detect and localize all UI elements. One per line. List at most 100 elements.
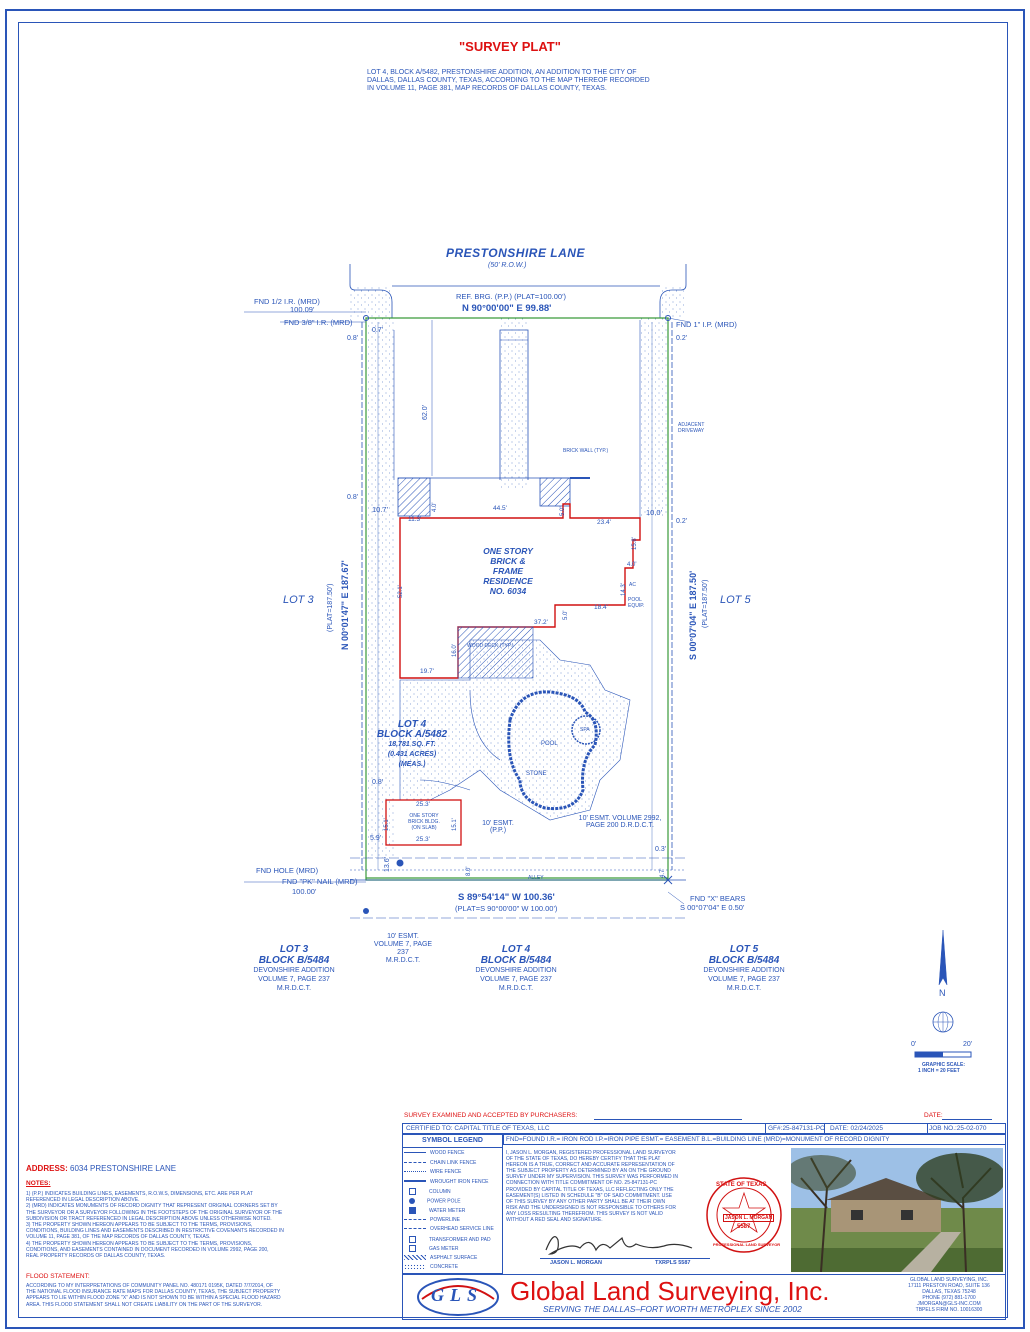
survey-date: DATE: 02/24/2025 xyxy=(830,1125,883,1132)
adjacent-driveway-label: ADJACENT DRIVEWAY xyxy=(678,422,705,434)
bottom-lot-5-l2: VOLUME 7, PAGE 237 xyxy=(708,976,780,983)
accepted-date-line[interactable] xyxy=(942,1119,992,1120)
wrought-iron-fence-icon xyxy=(404,1180,426,1183)
cert-line: THE SUBJECT PROPERTY AS DETERMINED BY AN… xyxy=(506,1168,671,1175)
transformer-icon xyxy=(409,1235,416,1243)
south-plat: (PLAT=S 90°00'00" W 100.00') xyxy=(455,904,558,913)
job-cell xyxy=(927,1123,1006,1134)
cert-line: WITHOUT A RED SEAL AND SIGNATURE. xyxy=(506,1217,603,1224)
lot3-label: LOT 3 xyxy=(283,594,314,606)
esmt-vol7-2: VOLUME 7, PAGE 237 xyxy=(373,941,433,956)
legend-label: TRANSFORMER AND PAD xyxy=(429,1236,491,1243)
esmt-vol7-1: 10' ESMT. xyxy=(387,933,419,940)
company-info-line: TBPELS FIRM NO. 10016300 xyxy=(915,1307,983,1313)
dim-0-7: 0.7' xyxy=(372,327,384,334)
legend-item: POWER POLE xyxy=(404,1197,461,1204)
fnd-br-2: S 00°07'04" E 0.50' xyxy=(680,903,745,912)
rpls-number: TXRPLS 5587 xyxy=(655,1260,691,1266)
legend-item: WROUGHT IRON FENCE xyxy=(404,1179,489,1185)
stone-label: STONE xyxy=(526,771,547,777)
alley-label: ALLEY xyxy=(528,875,544,881)
legend-item: CONCRETE xyxy=(404,1264,458,1270)
legend-label: CHAIN LINK FENCE xyxy=(430,1159,477,1166)
dim-16-0: 16.0' xyxy=(452,644,458,657)
bottom-lot-3-l1: DEVONSHIRE ADDITION xyxy=(253,967,335,974)
dim-13-6: 13.6' xyxy=(384,857,391,872)
bottom-lot-4-l2: VOLUME 7, PAGE 237 xyxy=(480,976,552,983)
seal-name: JASON L. MORGAN xyxy=(723,1214,775,1222)
dim-4-0a: 4.0' xyxy=(432,502,438,513)
flood-title: FLOOD STATEMENT: xyxy=(26,1273,90,1280)
bottom-lot-3-block: BLOCK B/5484 xyxy=(258,955,330,966)
flood-line: ACCORDING TO MY INTERPRETATIONS OF COMMU… xyxy=(26,1283,273,1289)
spa-label: SPA xyxy=(580,727,590,733)
address-key: ADDRESS: xyxy=(26,1164,68,1173)
legend-item: CHAIN LINK FENCE xyxy=(404,1160,476,1166)
legend-label: GAS METER xyxy=(429,1245,459,1252)
street-name: PRESTONSHIRE LANE xyxy=(446,246,585,260)
company-tagline: SERVING THE DALLAS–FORT WORTH METROPLEX … xyxy=(543,1304,802,1314)
north-label: N xyxy=(939,988,946,998)
bldg-line-3: (ON SLAB) xyxy=(411,825,437,831)
wood-deck xyxy=(457,626,534,679)
note-line: 4) THE PROPERTY SHOWN HEREON APPEARS TO … xyxy=(26,1240,253,1247)
dim-25-3b: 25.3' xyxy=(416,836,430,843)
asphalt-icon xyxy=(404,1254,426,1260)
house-line-4: NO. 6034 xyxy=(489,586,527,596)
page-title: "SURVEY PLAT" xyxy=(459,39,561,54)
west-call: N 00°01'47" E 187.67' xyxy=(340,560,350,650)
note-line: 2) (MRD) INDICATES MONUMENTS OF RECORD D… xyxy=(26,1203,278,1210)
fnd-bl-dist: 100.00' xyxy=(292,887,317,896)
signer-name: JASON L. MORGAN xyxy=(550,1260,602,1266)
legend-item: GAS METER xyxy=(404,1245,458,1252)
legend-title: SYMBOL LEGEND xyxy=(422,1137,483,1144)
dim-8-0: 8.0' xyxy=(466,866,472,877)
ac-label: AC xyxy=(629,582,636,588)
legend-item: ASPHALT SURFACE xyxy=(404,1255,477,1261)
dim-15-1b: 15.1' xyxy=(452,818,458,831)
scale-line-2: 1 INCH = 20 FEET xyxy=(918,1068,960,1074)
bottom-lot-3-l3: M.R.D.C.T. xyxy=(276,985,312,992)
flood-line: AREA. THIS FLOOD STATEMENT SHALL NOT CRE… xyxy=(26,1301,263,1308)
esmt-vol7: 10' ESMT. VOLUME 7, PAGE 237 M.R.D.C.T. xyxy=(370,933,436,965)
lot4-line-5: (MEAS.) xyxy=(398,761,426,768)
cert-line: ANY LOSS RESULTING THEREFROM. THIS SURVE… xyxy=(506,1210,663,1217)
power-pole-icon xyxy=(409,1197,415,1204)
dim-0-8b: 0.8' xyxy=(347,494,359,501)
accepted-date-label: DATE: xyxy=(924,1112,943,1119)
gf-number: GF#:25-847131-PC xyxy=(768,1125,825,1132)
spa-outline xyxy=(571,715,601,745)
wood-deck-label: WOOD DECK (TYP.) xyxy=(467,643,514,649)
wire-fence-icon xyxy=(404,1171,426,1173)
legend-label: POWER POLE xyxy=(427,1197,461,1204)
company-info-line: 17111 PRESTON ROAD, SUITE 136 xyxy=(908,1283,990,1289)
scale-twenty: 20' xyxy=(963,1041,973,1048)
dim-0-2b: 0.2' xyxy=(676,518,688,525)
legend-title-cell xyxy=(402,1134,503,1148)
note-line: CONDITIONS, BUILDING LINES AND EASEMENTS… xyxy=(26,1228,284,1235)
dim-10-0: 10.0' xyxy=(646,508,663,517)
cert-line: I, JASON L. MORGAN, REGISTERED PROFESSIO… xyxy=(506,1150,676,1156)
gf-cell xyxy=(765,1123,825,1134)
lot4-line-3: 18,781 SQ. FT. xyxy=(388,741,436,748)
north-arrow xyxy=(938,929,948,986)
note-line: 3) THE PROPERTY SHOWN HEREON APPEARS TO … xyxy=(26,1222,253,1229)
brick-wall-label: BRICK WALL (TYP.) xyxy=(563,448,609,454)
residence-label: ONE STORY BRICK & FRAME RESIDENCE NO. 60… xyxy=(476,546,540,596)
concrete-west-strip xyxy=(366,318,394,858)
overhead-line-icon xyxy=(404,1228,426,1230)
company-logo xyxy=(417,1278,499,1316)
fnd-br-1: FND "X" BEARS xyxy=(690,894,746,903)
bottom-lot-5-lot: LOT 5 xyxy=(729,944,759,955)
legal-description-1: LOT 4, BLOCK A/5482, PRESTONSHIRE ADDITI… xyxy=(367,69,637,76)
signature-line xyxy=(540,1258,710,1259)
seal-number: 5587 xyxy=(737,1224,751,1230)
purchaser-signature-line[interactable] xyxy=(594,1119,742,1120)
dim-11-3: 11.3' xyxy=(408,516,422,523)
dim-18-4: 18.4' xyxy=(594,604,608,611)
house-line-3: RESIDENCE xyxy=(483,576,533,586)
job-number: JOB NO.:25-02-070 xyxy=(929,1125,987,1132)
legend-label: WATER METER xyxy=(429,1207,466,1214)
legend-item: POWERLINE xyxy=(404,1217,460,1223)
wood-fence-icon xyxy=(404,1152,426,1154)
